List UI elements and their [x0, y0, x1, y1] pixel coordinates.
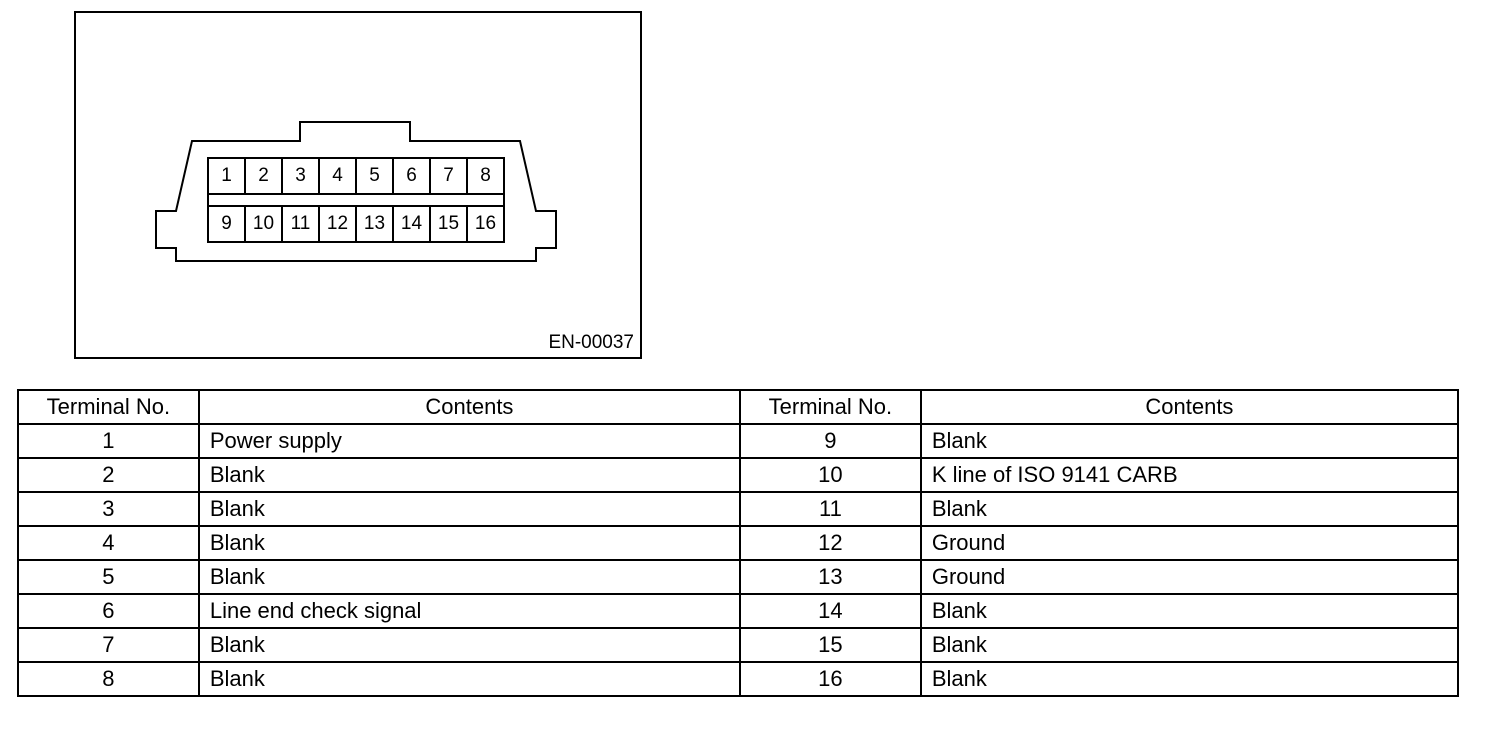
contents-cell: Ground: [919, 559, 1460, 595]
terminal-number-cell: 11: [738, 491, 922, 527]
connector-pin: 9: [209, 207, 246, 241]
terminal-number-cell: 9: [738, 423, 922, 459]
figure-code: EN-00037: [548, 332, 634, 353]
contents-cell: Blank: [197, 559, 741, 595]
pin-row-divider: [209, 195, 503, 207]
header-contents-right: Contents: [919, 389, 1460, 425]
terminal-number-cell: 5: [17, 559, 200, 595]
contents-cell: Blank: [919, 661, 1460, 697]
contents-cell: Blank: [919, 423, 1460, 459]
connector-pin: 14: [394, 207, 431, 241]
contents-cell: Blank: [197, 627, 741, 663]
connector-pin: 15: [431, 207, 468, 241]
terminal-number-cell: 12: [738, 525, 922, 561]
terminal-table: Terminal No. Contents Terminal No. Conte…: [17, 389, 1460, 697]
table-header-row: Terminal No. Contents Terminal No. Conte…: [17, 389, 1460, 425]
contents-cell: Blank: [919, 593, 1460, 629]
contents-cell: Blank: [919, 491, 1460, 527]
terminal-number-cell: 6: [17, 593, 200, 629]
terminal-number-cell: 8: [17, 661, 200, 697]
connector-pin: 12: [320, 207, 357, 241]
terminal-number-cell: 4: [17, 525, 200, 561]
contents-cell: Blank: [197, 457, 741, 493]
terminal-number-cell: 3: [17, 491, 200, 527]
contents-cell: Blank: [197, 525, 741, 561]
terminal-number-cell: 13: [738, 559, 922, 595]
contents-cell: Power supply: [197, 423, 741, 459]
header-contents-left: Contents: [197, 389, 741, 425]
terminal-number-cell: 16: [738, 661, 922, 697]
terminal-number-cell: 2: [17, 457, 200, 493]
contents-cell: K line of ISO 9141 CARB: [919, 457, 1460, 493]
connector-pin: 3: [283, 159, 320, 193]
terminal-number-cell: 15: [738, 627, 922, 663]
terminal-number-cell: 10: [738, 457, 922, 493]
terminal-number-cell: 7: [17, 627, 200, 663]
connector-pin: 16: [474, 213, 497, 234]
contents-cell: Line end check signal: [197, 593, 741, 629]
contents-cell: Blank: [919, 627, 1460, 663]
contents-cell: Ground: [919, 525, 1460, 561]
connector-outline: [155, 121, 557, 262]
connector-pin: 7: [431, 159, 468, 193]
terminal-number-cell: 14: [738, 593, 922, 629]
connector-pin: 11: [283, 207, 320, 241]
connector-pin: 10: [246, 207, 283, 241]
connector-pin: 2: [246, 159, 283, 193]
contents-cell: Blank: [197, 491, 741, 527]
header-terminal-no-left: Terminal No.: [17, 389, 200, 425]
connector-pin: 1: [209, 159, 246, 193]
terminal-number-cell: 1: [17, 423, 200, 459]
header-terminal-no-right: Terminal No.: [738, 389, 922, 425]
connector-pin: 8: [480, 165, 491, 186]
connector-pin: 6: [394, 159, 431, 193]
connector-pin: 5: [357, 159, 394, 193]
contents-cell: Blank: [197, 661, 741, 697]
connector-pin: 4: [320, 159, 357, 193]
connector-pin: 13: [357, 207, 394, 241]
